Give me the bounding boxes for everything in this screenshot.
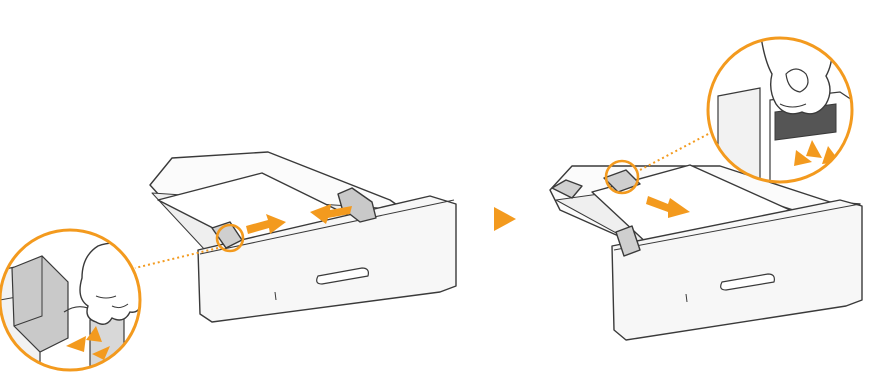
right-tray <box>550 165 862 340</box>
left-tray <box>150 152 456 322</box>
right-zoom-callout <box>700 30 860 190</box>
right-leader-line <box>640 132 712 170</box>
left-zoom-callout <box>0 220 150 392</box>
triangle-arrow-icon <box>494 207 516 231</box>
